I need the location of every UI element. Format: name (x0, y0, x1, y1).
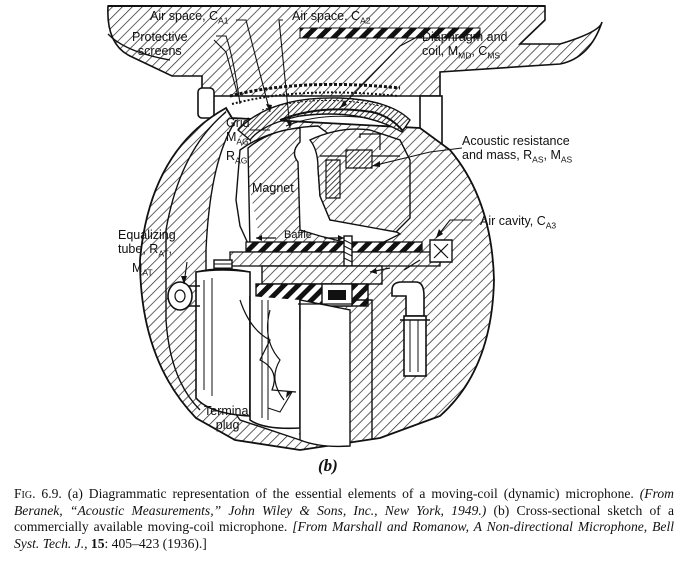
caption-part-a-text: Diagrammatic representation of the essen… (88, 486, 634, 501)
caption-part-b-text: Cross-sectional sketch of a commercially… (14, 502, 675, 535)
caption-part-a-source: (From Beranek, “Acoustic Measurements,” … (14, 486, 674, 518)
leader-arrows (181, 100, 443, 398)
pole-piece (308, 128, 411, 233)
caption-part-b-marker: (b) (493, 502, 510, 518)
caption-part-b-pages: : 405–423 (1936).] (104, 535, 207, 551)
label-air-cavity: Air cavity, CA3 (480, 214, 557, 231)
diaphragm (279, 108, 403, 131)
label-equalizing-tube: Equalizing tube, RAT, MAT (118, 228, 176, 277)
protective-screens (229, 27, 481, 105)
label-air-space-ca2: Air space, CA2 (292, 9, 371, 26)
label-protective-screens: Protective screens (132, 30, 188, 58)
panel-letter-b: (b) (318, 456, 338, 475)
label-air-space-ca1: Air space, CA1 (150, 9, 229, 26)
caption-part-b-source: [From Marshall and Romanow, A Non-direct… (14, 519, 674, 551)
caption-part-a-marker: (a) (67, 486, 83, 501)
label-terminal-plug: Terminal plug (204, 404, 252, 432)
label-acoustic-resistance: Acoustic resistance and mass, RAS, MAS (462, 134, 573, 165)
label-diaphragm-coil: Diaphragm and coil, MMD, CMS (422, 30, 508, 61)
leader-lines (183, 19, 472, 413)
flow-arrowheads (256, 235, 377, 274)
figure-caption: Fig. 6.9. (a) Diagrammatic representatio… (14, 486, 674, 552)
label-baffle: Baffle (284, 229, 312, 241)
grid-dome (236, 97, 411, 142)
baffle-plate (229, 235, 453, 267)
label-magnet: Magnet (252, 181, 294, 195)
label-grid: Grid MAG, RAG (226, 116, 253, 165)
cable-outlet (298, 299, 373, 448)
caption-part-b-volume: 15 (90, 535, 105, 551)
microphone-cross-section (107, 5, 603, 451)
terminal-block (213, 259, 383, 307)
caption-fig-label: Fig. 6.9. (14, 486, 62, 501)
equalizing-tube (167, 281, 200, 311)
right-tube (391, 281, 430, 377)
